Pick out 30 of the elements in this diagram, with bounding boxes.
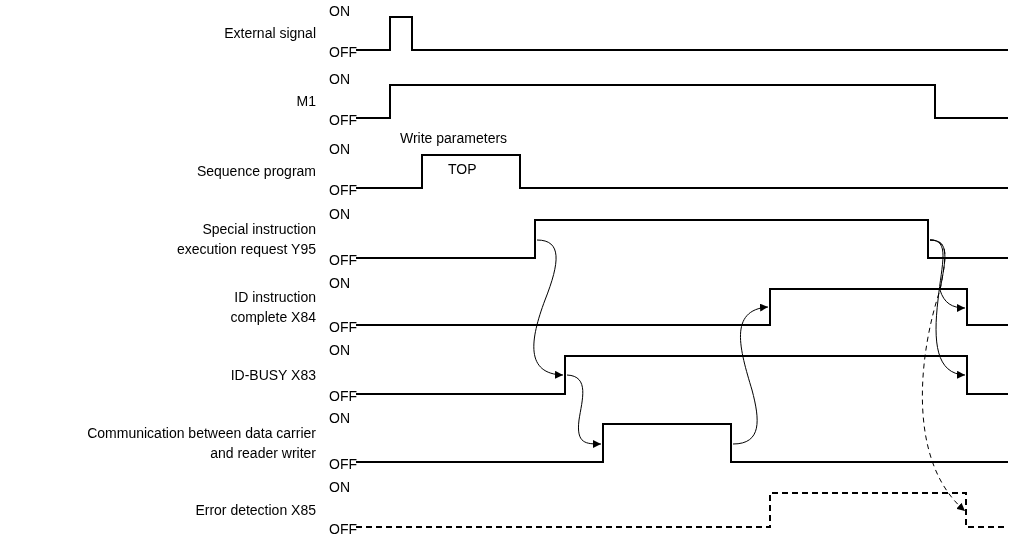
signal-name: M1 [116,91,316,111]
signal-name: Error detection X85 [116,500,316,520]
signal-name: ID-BUSY X83 [116,365,316,385]
level-label: OFF [329,44,357,60]
level-label: ON [329,342,350,358]
level-label: OFF [329,388,357,404]
level-label: ON [329,275,350,291]
level-label: ON [329,206,350,222]
signal-name: Special instruction execution request Y95 [146,219,316,259]
level-label: ON [329,479,350,495]
signal-name: Sequence program [116,161,316,181]
arrow [922,239,966,512]
level-label: OFF [329,521,357,537]
level-label: ON [329,141,350,157]
level-label: OFF [329,252,357,268]
level-label: ON [329,410,350,426]
level-label: ON [329,71,350,87]
level-label: OFF [329,182,357,198]
pulse-label: TOP [448,161,477,177]
level-label: OFF [329,112,357,128]
annotation-text: Write parameters [400,130,508,146]
signal-name: Communication between data carrier and reader writer [66,423,316,463]
signal-name: ID instruction complete X84 [216,287,316,327]
signal-name: External signal [116,23,316,43]
arrow [566,374,602,448]
level-label: ON [329,3,350,19]
level-label: OFF [329,456,357,472]
level-label: OFF [329,319,357,335]
arrow [533,239,564,379]
arrow [732,304,769,445]
